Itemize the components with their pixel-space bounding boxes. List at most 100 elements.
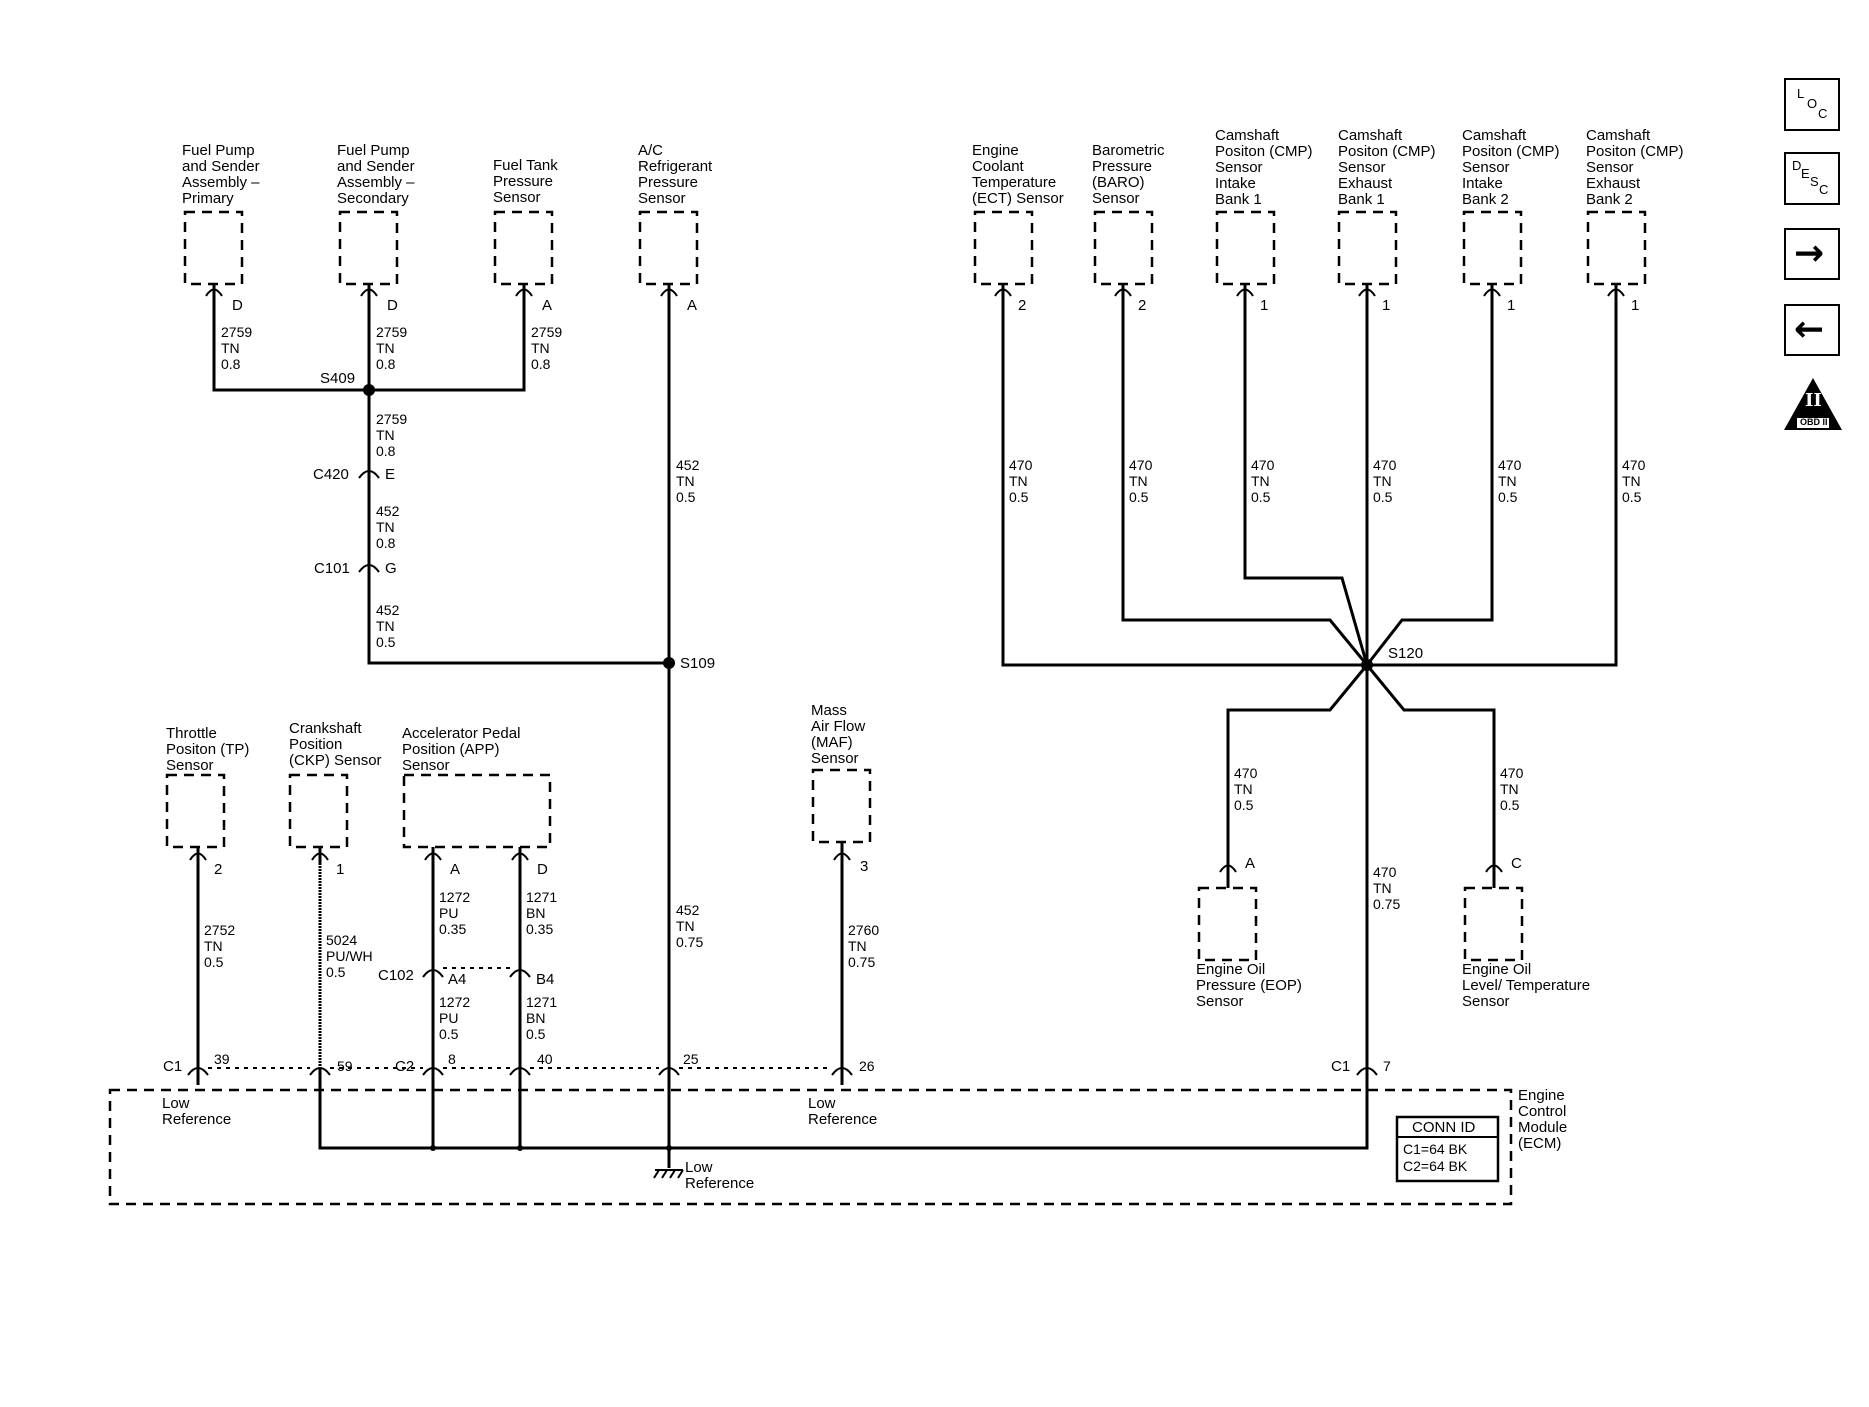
ac-refrigerant-pressure-sensor: A/C Refrigerant Pressure Sensor bbox=[638, 142, 716, 286]
eolt-label: Engine Oil Level/ Temperature Sensor bbox=[1462, 961, 1594, 1010]
splice-s109 bbox=[663, 657, 675, 669]
cmp-exhaust-bank1-label: Camshaft Positon (CMP) Sensor Exhaust Ba… bbox=[1338, 127, 1440, 208]
cmp-intake-bank1-label: Camshaft Positon (CMP) Sensor Intake Ban… bbox=[1215, 127, 1317, 208]
eop-label: Engine Oil Pressure (EOP) Sensor bbox=[1196, 961, 1306, 1010]
pin-cmp-e1: 1 bbox=[1382, 297, 1390, 314]
eolt-sensor: C Engine Oil Level/ Temperature Sensor bbox=[1462, 855, 1594, 1010]
connector-c101-label: C101 bbox=[314, 560, 350, 577]
pin-eop: A bbox=[1245, 855, 1255, 872]
ecm-connector-row bbox=[187, 1067, 1378, 1092]
pin-cmp-i2: 1 bbox=[1507, 297, 1515, 314]
eop-sensor: A Engine Oil Pressure (EOP) Sensor bbox=[1196, 855, 1306, 1010]
ecm-label: Engine Control Module (ECM) bbox=[1518, 1087, 1571, 1152]
pin-c420: E bbox=[385, 466, 395, 483]
pin-fpsa-primary: D bbox=[232, 297, 243, 314]
ground-icon bbox=[653, 1169, 684, 1179]
pin-cmp-e2: 1 bbox=[1631, 297, 1639, 314]
fuel-tank-pressure-sensor: Fuel Tank Pressure Sensor bbox=[493, 157, 562, 286]
cmp-exhaust-bank1: Camshaft Positon (CMP) Sensor Exhaust Ba… bbox=[1337, 127, 1440, 286]
conn-id-c1: C1=64 BK bbox=[1403, 1141, 1468, 1157]
ecm-internal-bus bbox=[318, 1068, 1369, 1150]
fpsa-primary-label: Fuel Pump and Sender Assembly – Primary bbox=[182, 142, 264, 207]
fpsa-secondary: Fuel Pump and Sender Assembly – Secondar… bbox=[337, 142, 415, 286]
arrow-left-icon: ← bbox=[1794, 309, 1825, 350]
ckp-label: Crankshaft Position (CKP) Sensor bbox=[289, 720, 382, 769]
app-label: Accelerator Pedal Position (APP) Sensor bbox=[402, 725, 525, 774]
tp-sensor: Throttle Positon (TP) Sensor 2 bbox=[165, 725, 254, 878]
pin-baro: 2 bbox=[1138, 297, 1146, 314]
pin-c101: G bbox=[385, 560, 397, 577]
pin-ecm-40: 40 bbox=[537, 1051, 553, 1067]
connector-c420-label: C420 bbox=[313, 466, 349, 483]
desc-button[interactable]: D E S C bbox=[1784, 152, 1840, 205]
top-right-connectors bbox=[994, 284, 1625, 300]
top-left-connectors bbox=[205, 284, 678, 300]
tp-label: Throttle Positon (TP) Sensor bbox=[166, 725, 254, 774]
forward-button[interactable]: → bbox=[1784, 228, 1840, 280]
obd-ii-button[interactable]: II OBD II bbox=[1782, 376, 1844, 432]
ftp-label: Fuel Tank Pressure Sensor bbox=[493, 157, 562, 206]
ac-label: A/C Refrigerant Pressure Sensor bbox=[638, 142, 716, 207]
desc-letter-c: C bbox=[1819, 182, 1829, 197]
ect-sensor: Engine Coolant Temperature (ECT) Sensor bbox=[972, 142, 1064, 286]
pin-ecm-7: 7 bbox=[1383, 1058, 1391, 1074]
pin-ect: 2 bbox=[1018, 297, 1026, 314]
pin-fpsa-secondary: D bbox=[387, 297, 398, 314]
desc-letter-e: E bbox=[1801, 166, 1810, 181]
obd-ii-text: OBD II bbox=[1800, 417, 1828, 427]
splice-s409-label: S409 bbox=[320, 370, 355, 387]
s120-wires bbox=[1001, 300, 1618, 1090]
connector-c2: C2 bbox=[395, 1058, 414, 1075]
arrow-right-icon: → bbox=[1794, 233, 1825, 274]
wire-452-to-s109 bbox=[367, 590, 669, 665]
pin-ftp: A bbox=[542, 297, 552, 314]
splice-s120 bbox=[1361, 659, 1373, 671]
pin-c102-a4: A4 bbox=[448, 971, 466, 988]
back-button[interactable]: ← bbox=[1784, 304, 1840, 356]
loc-letter-o: O bbox=[1807, 96, 1818, 111]
cmp-intake-bank2: Camshaft Positon (CMP) Sensor Intake Ban… bbox=[1462, 127, 1560, 286]
pin-ecm-8: 8 bbox=[448, 1051, 456, 1067]
connector-c420-symbol bbox=[358, 470, 380, 479]
pin-app-a: A bbox=[450, 861, 460, 878]
app-sensor: Accelerator Pedal Position (APP) Sensor … bbox=[402, 725, 552, 878]
connector-c101-symbol bbox=[358, 564, 380, 573]
maf-label: Mass Air Flow (MAF) Sensor bbox=[811, 702, 869, 767]
maf-sensor: Mass Air Flow (MAF) Sensor 3 bbox=[811, 702, 872, 875]
conn-id-title: CONN ID bbox=[1412, 1119, 1476, 1136]
connector-c1-left: C1 bbox=[163, 1058, 182, 1075]
connector-c102 bbox=[422, 962, 531, 985]
connector-c1-right: C1 bbox=[1331, 1058, 1350, 1075]
loc-button[interactable]: L O C bbox=[1784, 78, 1840, 131]
pin-cmp-i1: 1 bbox=[1260, 297, 1268, 314]
cmp-exhaust-bank2: Camshaft Positon (CMP) Sensor Exhaust Ba… bbox=[1586, 127, 1684, 286]
pin-ecm-39: 39 bbox=[214, 1051, 230, 1067]
splice-s120-label: S120 bbox=[1388, 645, 1423, 662]
pin-c102-b4: B4 bbox=[536, 971, 554, 988]
pin-ckp: 1 bbox=[336, 861, 344, 878]
pin-maf: 3 bbox=[860, 858, 868, 875]
baro-label: Barometric Pressure (BARO) Sensor bbox=[1092, 142, 1169, 207]
connector-c102-label: C102 bbox=[378, 967, 414, 984]
conn-id-c2: C2=64 BK bbox=[1403, 1158, 1468, 1174]
